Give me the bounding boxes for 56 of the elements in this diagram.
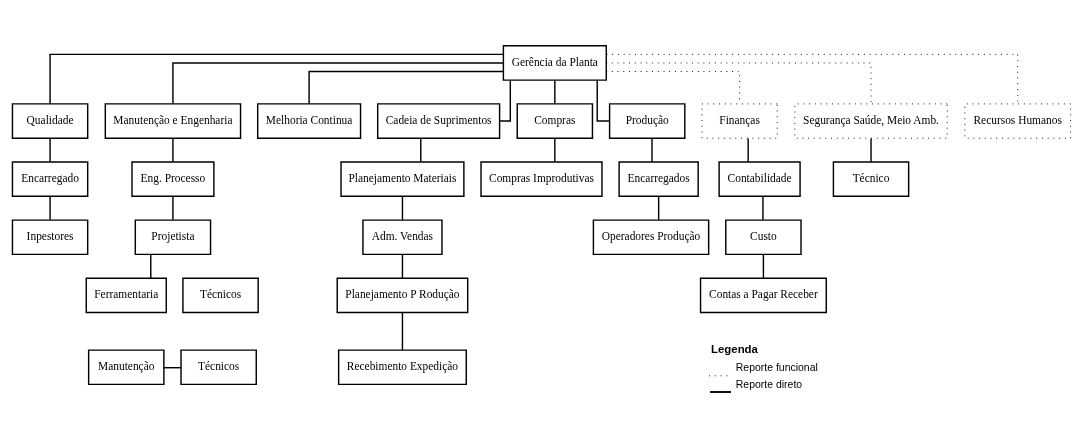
connector — [308, 70, 505, 104]
node-box: Segurança Saúde, Meio Amb. — [794, 102, 948, 139]
node-box: Finanças — [701, 102, 778, 139]
connector — [606, 53, 1019, 104]
node-box: Manutenção e Engenharia — [104, 102, 242, 139]
connector — [870, 137, 872, 162]
node-box: Cadeia de Suprimentos — [376, 102, 501, 139]
legend-label: Reporte funcional — [735, 361, 818, 373]
node-box: Contas a Pagar Receber — [699, 276, 827, 313]
node-box: Projetista — [134, 218, 212, 255]
legend-label: Reporte direto — [735, 378, 803, 390]
connector — [401, 311, 404, 351]
connector — [49, 195, 51, 221]
connector — [554, 79, 556, 104]
node-box: Operadores Produção — [592, 218, 710, 255]
node-box: Qualidade — [11, 102, 89, 139]
connector — [172, 195, 174, 221]
connector — [401, 195, 404, 221]
node-box: Eng. Processo — [131, 160, 215, 197]
node-box: Compras — [516, 102, 594, 139]
connector — [49, 137, 51, 162]
connector — [172, 137, 174, 162]
node-box: Contabilidade — [718, 160, 801, 197]
label: Legenda — [711, 342, 758, 355]
connector — [651, 137, 653, 162]
node-box: Recursos Humanos — [964, 102, 1072, 139]
node-box: Técnico — [832, 160, 910, 197]
connector — [499, 79, 512, 122]
node-box: Custo — [725, 218, 802, 255]
node-box: Planejamento Materiais — [340, 160, 465, 197]
node-box: Técnicos — [180, 348, 257, 385]
node-box: Ferramentaria — [85, 276, 167, 313]
node-box: Encarregados — [618, 160, 699, 197]
node-box: Inpestores — [11, 218, 89, 255]
node-box: Produção — [608, 102, 686, 139]
connector — [401, 253, 404, 279]
node-box: Encarregado — [11, 160, 89, 197]
node-box: Planejamento P Rodução — [336, 276, 469, 313]
node-box: Técnicos — [182, 276, 259, 313]
connector — [150, 253, 152, 279]
connector — [605, 61, 872, 104]
connector — [596, 79, 611, 122]
connector — [747, 137, 749, 162]
node-box: Gerência da Planta — [502, 44, 607, 81]
node-box: Compras Improdutivas — [480, 160, 603, 197]
node-box: Manutenção — [87, 348, 165, 385]
connector — [762, 195, 764, 221]
connector — [762, 253, 765, 279]
connector — [554, 137, 556, 162]
node-box: Melhoria Continua — [256, 102, 362, 139]
node-box: Recebimento Expedição — [337, 348, 467, 385]
connector — [49, 53, 504, 105]
connector — [657, 195, 660, 221]
node-box: Adm. Vendas — [362, 218, 443, 255]
connector — [172, 61, 505, 104]
connector — [420, 137, 422, 162]
